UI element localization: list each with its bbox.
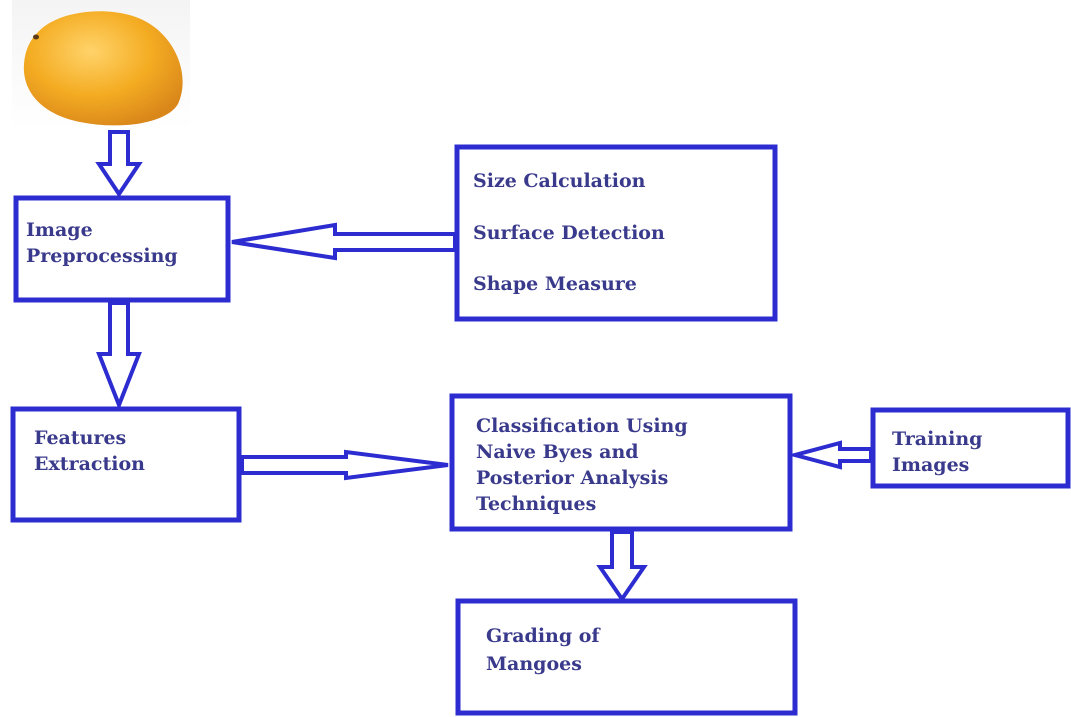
grading-label-line1: Grading of (486, 625, 601, 647)
mango-image (12, 0, 190, 130)
features-extraction-label-line1: Features (34, 427, 126, 449)
arrow-mango-to-preprocessing (95, 130, 143, 198)
arrow-classification-to-grading (596, 530, 648, 603)
arrow-measures-to-preprocessing (231, 222, 457, 261)
features-extraction-node: Features Extraction (10, 406, 242, 523)
image-preprocessing-label-line2: Preprocessing (26, 245, 178, 267)
training-images-box (870, 407, 1071, 489)
image-preprocessing-node: Image Preprocessing (13, 195, 231, 303)
arrow-features-to-classification (240, 449, 449, 481)
grading-node: Grading of Mangoes (455, 598, 798, 716)
classification-label-line2: Naive Byes and (476, 441, 639, 463)
classification-label-line4: Techniques (476, 493, 596, 515)
size-calculation-label: Size Calculation (473, 170, 646, 192)
training-images-label-line2: Images (892, 454, 969, 476)
classification-node: Classification Using Naive Byes and Post… (449, 393, 793, 532)
arrow-training-to-classification (787, 440, 873, 470)
image-preprocessing-label-line1: Image (26, 219, 93, 241)
surface-detection-label: Surface Detection (473, 222, 665, 244)
shape-measure-label: Shape Measure (473, 273, 637, 295)
grading-box (455, 598, 798, 716)
measures-node: Size Calculation Surface Detection Shape… (454, 144, 778, 322)
grading-label-line2: Mangoes (486, 653, 582, 675)
image-preprocessing-box (13, 195, 231, 303)
features-extraction-label-line2: Extraction (34, 453, 145, 475)
features-extraction-box (10, 406, 242, 523)
classification-box (449, 393, 793, 532)
training-images-label-line1: Training (892, 428, 982, 450)
arrow-preprocessing-to-features (96, 301, 142, 411)
measures-box (454, 144, 778, 322)
classification-label-line3: Posterior Analysis (476, 467, 668, 489)
training-images-node: Training Images (870, 407, 1071, 489)
classification-label-line1: Classification Using (476, 415, 688, 437)
